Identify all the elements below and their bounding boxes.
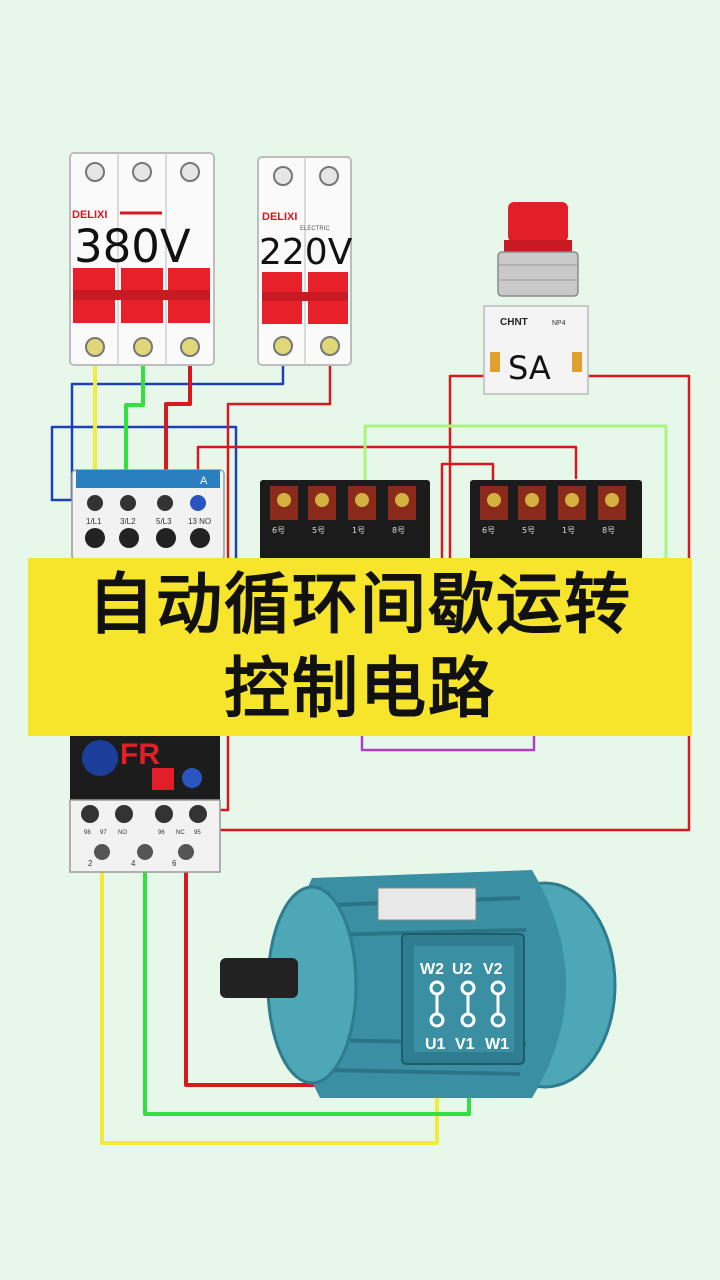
fr-label: FR [120, 738, 160, 771]
title-line-1: 自动循环间歇运转 [88, 566, 632, 643]
motor-terminal-u2: U2 [452, 961, 473, 978]
top-screw-2 [132, 162, 152, 182]
wire-purple [360, 734, 536, 752]
top-screw-1 [273, 166, 293, 186]
contactor: A 1/L1 3/L2 5/L3 13 NO [71, 469, 225, 561]
fr-bottom-terminal [137, 844, 153, 860]
fr-bottom-label: 2 [88, 859, 93, 868]
relay-pin: 8号 [388, 486, 416, 535]
relay-pin: 6号 [270, 486, 298, 535]
motor-terminal-v2: V2 [483, 961, 503, 978]
fr-terminal [115, 805, 133, 823]
breaker-380v-voltage: 380V [74, 220, 191, 273]
motor-terminal-v1: V1 [455, 1036, 475, 1053]
terminal-label: 95 [194, 830, 201, 836]
motor-nameplate [377, 887, 477, 921]
breaker-380v: DELIXI 380V [69, 152, 215, 366]
terminal-label: 98 [84, 830, 91, 836]
terminal-label: 96 [158, 830, 165, 836]
contactor-bottom-screw [190, 528, 210, 548]
bottom-screw-1 [85, 337, 105, 357]
motor-terminal-u1: U1 [425, 1036, 446, 1053]
contactor-bottom-screw [156, 528, 176, 548]
svg-text:6号: 6号 [482, 526, 495, 535]
fr-terminal [189, 805, 207, 823]
motor-terminal-w2: W2 [420, 961, 444, 978]
svg-text:6号: 6号 [272, 526, 285, 535]
fr-terminal [81, 805, 99, 823]
fr-terminal [155, 805, 173, 823]
svg-text:8号: 8号 [602, 526, 615, 535]
terminal-label: 3/L2 [120, 517, 136, 526]
fr-bottom-terminal [178, 844, 194, 860]
wire-red-sa-down [448, 374, 492, 562]
reset-button [152, 768, 174, 790]
wire-red-220 [226, 348, 332, 562]
relay-pin: 5号 [308, 486, 336, 535]
contactor-bottom-screw [85, 528, 105, 548]
title-banner: 自动循环间歇运转 控制电路 [28, 558, 692, 736]
relay-pin: 5号 [518, 486, 546, 535]
contactor-terminal-labels: 1/L1 3/L2 5/L3 13 NO [86, 517, 211, 526]
relay-pin: 6号 [480, 486, 508, 535]
svg-text:1号: 1号 [352, 526, 365, 535]
thermal-relay-fr: FR 98 97 NO NC 96 95 2 4 6 [69, 734, 221, 873]
relay-pin: 1号 [348, 486, 376, 535]
dial [82, 740, 118, 776]
time-relay-left: 6号 5号 1号 8号 [260, 480, 430, 560]
motor-shaft [220, 958, 298, 998]
title-line-2: 控制电路 [224, 650, 496, 727]
relay-pin: 1号 [558, 486, 586, 535]
top-screw-1 [85, 162, 105, 182]
wire-blue-b [50, 425, 238, 562]
terminal-label: 13 NO [188, 517, 211, 526]
switch-brand: CHNT [500, 317, 528, 328]
terminal-label: 1/L1 [86, 517, 102, 526]
svg-text:8号: 8号 [392, 526, 405, 535]
switch-model: NP4 [552, 320, 566, 327]
breaker-220v-brand: DELIXI [262, 211, 297, 223]
breaker-220v-voltage: 220V [259, 232, 353, 273]
contactor-top-screw [87, 495, 103, 511]
bottom-screw-2 [320, 336, 340, 356]
bottom-screw-1 [273, 336, 293, 356]
contactor-aux-label: A [200, 475, 208, 487]
breaker-220v-sublabel: ELECTRIC [300, 226, 330, 232]
terminal-label: 97 [100, 830, 107, 836]
motor-terminal-w1: W1 [485, 1036, 509, 1053]
svg-text:1号: 1号 [562, 526, 575, 535]
top-screw-3 [180, 162, 200, 182]
bottom-screw-3 [180, 337, 200, 357]
fr-bottom-label: 4 [131, 859, 136, 868]
svg-text:5号: 5号 [312, 526, 325, 535]
fr-bottom-terminal [94, 844, 110, 860]
fr-bottom-label: 6 [172, 859, 177, 868]
fr-terminal-labels: 98 97 NO NC 96 95 [84, 830, 201, 836]
contactor-top-screw [120, 495, 136, 511]
svg-text:5号: 5号 [522, 526, 535, 535]
relay-pin: 8号 [598, 486, 626, 535]
top-screw-2 [319, 166, 339, 186]
terminal-label: 5/L3 [156, 517, 172, 526]
time-relay-right: 6号 5号 1号 8号 [470, 480, 642, 560]
bottom-screw-2 [133, 337, 153, 357]
breaker-220v: DELIXI ELECTRIC 220V [257, 156, 353, 366]
contactor-bottom-screw [119, 528, 139, 548]
rotary-switch-sa: CHNT NP4 SA [483, 202, 589, 395]
wire-lime-relays [363, 424, 668, 562]
breaker-380v-brand: DELIXI [72, 209, 107, 221]
contactor-top-screw [157, 495, 173, 511]
terminal-label: NC [176, 830, 185, 836]
switch-knob [508, 202, 568, 242]
motor: W2 U2 V2 U1 V1 W1 [220, 870, 617, 1098]
terminal-label: NO [118, 830, 127, 836]
contactor-top-screw [190, 495, 206, 511]
switch-label: SA [508, 349, 551, 387]
